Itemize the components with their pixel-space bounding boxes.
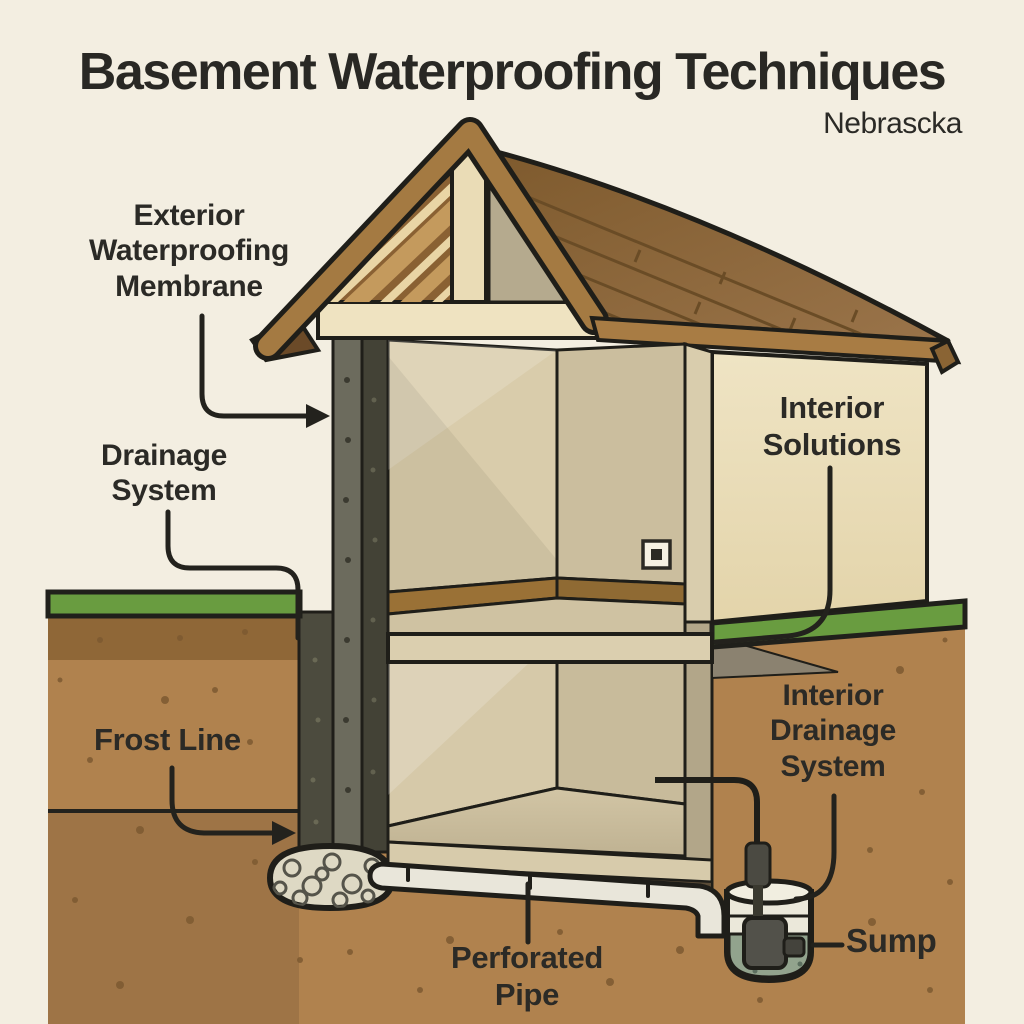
page-title: Basement Waterproofing Techniques [78, 43, 947, 101]
soil-speckles [57, 629, 953, 1003]
basement-room [386, 620, 839, 907]
drainage-board-layer [297, 610, 335, 854]
label-frost-line: Frost Line [94, 722, 241, 757]
grass-left [45, 589, 303, 619]
wall-cut-face [683, 341, 714, 624]
topsoil-band [48, 612, 301, 660]
label-sump: Sump [846, 922, 937, 959]
sump-pump [742, 841, 806, 970]
label-interior-solutions: Interior Solutions [762, 390, 902, 462]
exterior-membrane-layer [331, 336, 390, 854]
frost-arrowhead [272, 821, 296, 845]
first-floor-room [386, 338, 687, 636]
interior-drainage-leader [793, 793, 837, 902]
house-structure [249, 117, 962, 664]
label-drainage-system: Drainage System [101, 439, 227, 508]
power-outlet [641, 539, 672, 570]
leader-lines [165, 313, 845, 948]
eave-end-cap [929, 338, 961, 375]
gable-fascia [258, 122, 604, 356]
drainage-system-leader [165, 509, 301, 641]
first-floor-slab [386, 632, 714, 664]
membrane-arrowhead [306, 404, 330, 428]
label-perforated-pipe: Perforated Pipe [450, 940, 604, 1012]
first-floor-surface [386, 596, 687, 636]
frost-line-leader [169, 765, 275, 836]
interior-drain-pipe [655, 777, 760, 848]
soil-below-frost [48, 811, 299, 1024]
label-interior-drainage-system: Interior Drainage System [770, 679, 896, 783]
subtitle: Nebrascka [823, 107, 962, 140]
label-exterior-waterproofing-membrane: Exterior Waterproofing Membrane [89, 199, 289, 303]
sump-pit-graphic [655, 777, 814, 984]
basement-floor [386, 786, 687, 858]
exterior-membrane-leader [199, 313, 309, 419]
interior-solutions-leader [713, 465, 833, 645]
